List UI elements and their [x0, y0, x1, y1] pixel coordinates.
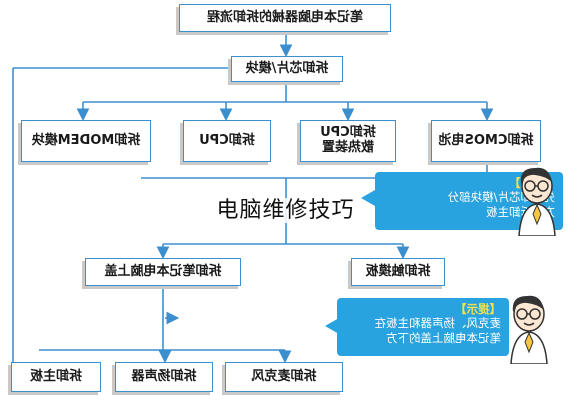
tip2-line2: 笔记本电脑上盖的下方 [345, 331, 501, 345]
step-remove-speaker: 拆卸扬声器 [115, 362, 213, 392]
step-remove-microphone: 拆卸麦克风 [225, 362, 343, 392]
step-remove-cpu: 拆卸CPU [183, 120, 271, 162]
caption-text: 电脑维修技巧 [212, 198, 358, 223]
cartoon-character-icon [501, 292, 557, 364]
step-remove-chips: 拆卸芯片/模块 [231, 56, 343, 82]
tip2-callout: 【提示】 麦克风、扬声器和主板在 笔记本电脑上盖的下方 [337, 298, 509, 356]
step-remove-modem: 拆卸MODEM模块 [21, 120, 151, 162]
step-remove-touchpad: 拆卸触摸板 [351, 258, 445, 286]
watermark-caption: 电脑维修技巧 [0, 192, 571, 224]
process-title: 笔记本电脑器械的拆卸流程 [179, 4, 391, 32]
step-remove-cmos-battery: 拆卸CMOS电池 [431, 120, 541, 162]
step-remove-top-cover: 拆卸笔记本电脑上盖 [85, 258, 241, 286]
step-remove-mainboard: 拆卸主板 [11, 362, 101, 392]
step-remove-cpu-cooler: 拆卸CPU 散热装置 [300, 120, 396, 162]
tip2-line1: 麦克风、扬声器和主板在 [345, 316, 501, 330]
tip2-heading: 【提示】 [345, 302, 501, 316]
